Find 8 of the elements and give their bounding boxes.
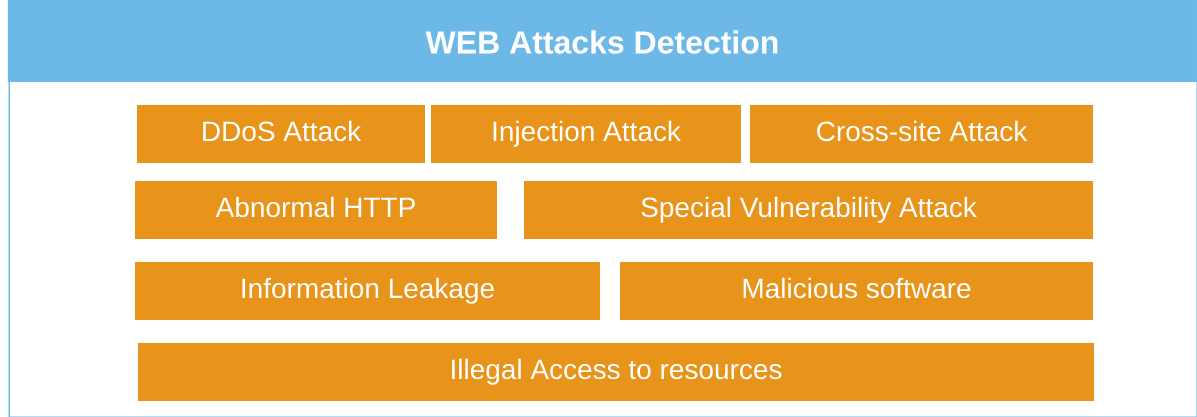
category-box: Malicious software — [620, 262, 1093, 320]
category-box: Abnormal HTTP — [135, 181, 497, 239]
category-box: Illegal Access to resources — [138, 343, 1094, 401]
category-box: Injection Attack — [431, 105, 741, 163]
category-box: Information Leakage — [135, 262, 600, 320]
category-box: Special Vulnerability Attack — [524, 181, 1093, 239]
category-box: DDoS Attack — [137, 105, 425, 163]
category-box: Cross-site Attack — [750, 105, 1093, 163]
